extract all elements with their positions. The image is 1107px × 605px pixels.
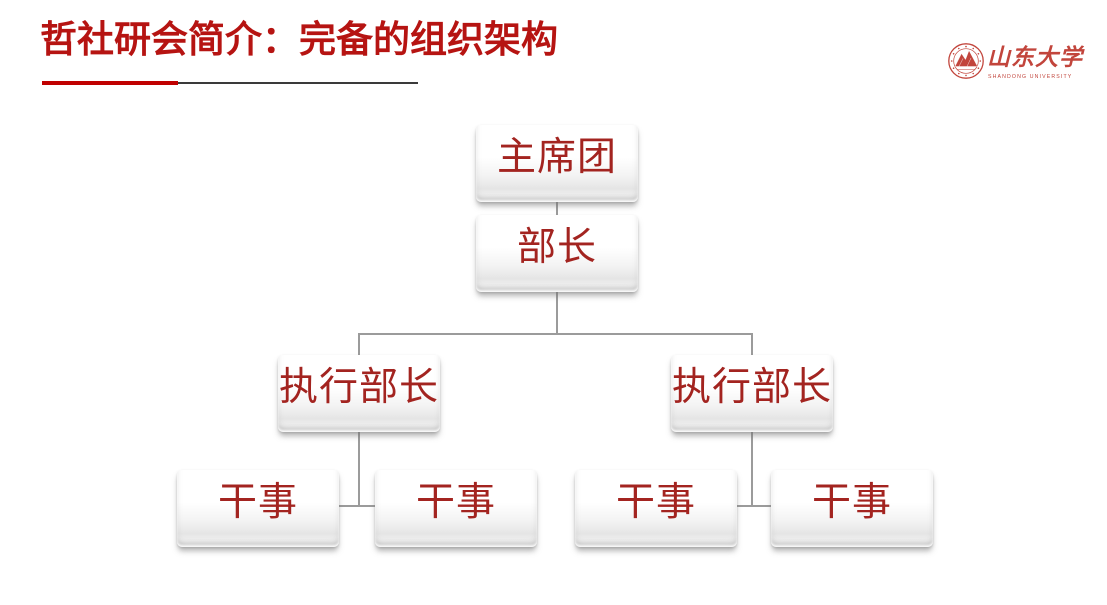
node-chairman-group: 主席团: [476, 125, 638, 202]
title-accent-bar: [42, 81, 178, 85]
node-label: 干事: [615, 481, 696, 524]
node-minister: 部长: [476, 215, 638, 292]
slide-title: 哲社研会简介：完备的组织架构: [40, 19, 558, 60]
node-label: 执行部长: [278, 366, 439, 409]
university-name-en: SHANDONG UNIVERSITY: [988, 74, 1072, 80]
university-logo-graphic: 山东大学 SHANDONG UNIVERSITY: [948, 43, 1085, 80]
university-name-cn: 山东大学: [987, 44, 1085, 70]
connector-minister-stem: [556, 292, 558, 335]
node-label: 干事: [415, 481, 496, 524]
node-officer-1: 干事: [177, 470, 339, 547]
shandong-university-logo: 山东大学 SHANDONG UNIVERSITY: [938, 34, 1096, 86]
connector-chairman-to-minister: [556, 201, 558, 216]
connector-elbow-right: [751, 333, 753, 356]
seal-ring-text-marks: [950, 45, 982, 77]
connector-tbar-left: [337, 505, 376, 507]
node-label: 部长: [516, 226, 597, 269]
node-executive-minister-right: 执行部长: [671, 355, 833, 432]
node-label: 主席团: [496, 136, 617, 179]
connector-elbow-left: [358, 333, 360, 356]
node-officer-3: 干事: [575, 470, 737, 547]
seal-mountain-icon: [954, 50, 978, 67]
connector-exec-right-stem: [751, 431, 753, 507]
node-label: 干事: [811, 481, 892, 524]
node-label: 执行部长: [671, 366, 832, 409]
node-executive-minister-left: 执行部长: [278, 355, 440, 432]
connector-horizontal-rail: [358, 333, 753, 335]
node-officer-2: 干事: [375, 470, 537, 547]
node-officer-4: 干事: [771, 470, 933, 547]
node-label: 干事: [217, 481, 298, 524]
title-divider-line: [178, 82, 418, 84]
connector-exec-left-stem: [358, 431, 360, 507]
connector-tbar-right: [737, 505, 771, 507]
university-seal-icon: [948, 43, 984, 79]
